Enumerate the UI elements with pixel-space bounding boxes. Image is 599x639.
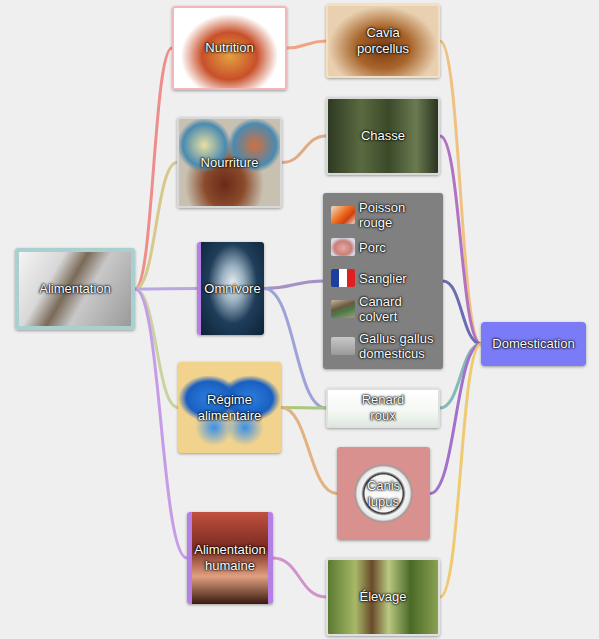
node-label: Canis lupus (354, 478, 414, 510)
topic-node: Omnivore (197, 242, 264, 335)
connector (273, 558, 326, 597)
topic-node: Alimentation (15, 248, 135, 330)
topic-node: Nutrition (172, 6, 287, 90)
topic-node: Renard roux (326, 388, 440, 428)
list-item: Sanglier (327, 268, 439, 288)
node-label: Nourriture (201, 155, 259, 171)
list-item: Poisson rouge (327, 199, 439, 231)
connector (135, 287, 197, 291)
connector (443, 281, 481, 344)
node-label: Gallus gallus domesticus (359, 331, 439, 361)
topic-node: Cavia porcellus (326, 4, 440, 78)
topic-node: Canis lupus (337, 447, 430, 540)
item-icon (331, 206, 355, 224)
topic-node: Élevage (326, 558, 440, 636)
group-panel: Poisson rougePorcSanglierCanard colvertG… (323, 193, 443, 369)
item-icon (331, 238, 355, 256)
node-label: Renard roux (351, 392, 415, 424)
node-label: Canard colvert (359, 294, 437, 324)
node-label: Cavia porcellus (347, 25, 419, 57)
node-label: Poisson rouge (359, 200, 437, 230)
node-label: Alimentation (39, 281, 111, 297)
connector (282, 136, 326, 163)
node-label: Élevage (360, 589, 407, 605)
connector (287, 41, 326, 48)
connector (440, 344, 481, 597)
item-icon (331, 300, 355, 318)
list-item: Canard colvert (327, 293, 439, 325)
node-label: Porc (359, 240, 386, 255)
node-label: Omnivore (204, 281, 260, 297)
list-item: Porc (327, 237, 439, 257)
node-label: Chasse (361, 128, 405, 144)
connector (135, 163, 177, 290)
topic-node: Alimentation humaine (187, 512, 273, 604)
connector (135, 48, 172, 289)
topic-node: Nourriture (177, 117, 282, 208)
central-node: Domestication (481, 322, 586, 366)
list-item: Gallus gallus domesticus (327, 329, 439, 363)
node-label: Sanglier (359, 271, 407, 286)
node-label: Nutrition (205, 40, 253, 56)
node-label: Régime alimentaire (184, 392, 276, 424)
node-label: Alimentation humaine (193, 542, 267, 574)
topic-node: Régime alimentaire (178, 362, 281, 453)
connector (264, 281, 323, 289)
connector (440, 41, 481, 344)
topic-node: Chasse (326, 97, 440, 175)
connector (440, 136, 481, 344)
node-label: Domestication (492, 336, 574, 352)
item-icon (331, 269, 355, 287)
item-icon (331, 337, 355, 355)
